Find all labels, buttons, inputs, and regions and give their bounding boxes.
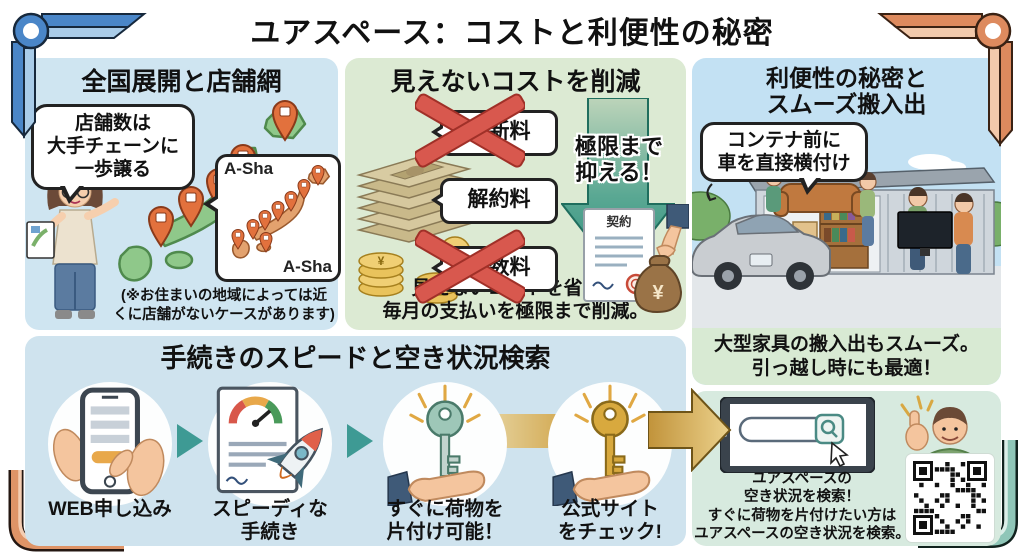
step-label-official-site: 公式サイト をチェック! [558, 498, 662, 544]
stores-speech-bubble: 店舗数は 大手チェーンに 一歩譲る [31, 104, 195, 203]
document-speed-rocket-icon [216, 386, 323, 494]
contract-label: 契約 [605, 214, 631, 229]
search-caption: ユアスペースの 空き状況を検索！ すぐに荷物を片付けたい方は ユアスペースの空き… [694, 471, 910, 542]
right-arrow-icon [177, 424, 203, 458]
fee-tag-cancellation: 解約料 [431, 178, 558, 224]
convenience-speech-bubble: コンテナ前に 車を直接横付け [700, 122, 868, 196]
hand-money-bag-icon: ¥ [633, 204, 689, 314]
big-gold-arrow-icon [648, 388, 732, 472]
asha-map-inset: A-Sha A-Sha [203, 154, 341, 282]
red-cross-icon [415, 229, 525, 304]
step-circle-store-now [383, 382, 507, 507]
green-arrow-label: 極限まで 抑える！ [574, 134, 663, 186]
svg-text:¥: ¥ [378, 254, 385, 268]
step-label-store-now: すぐに荷物を 片付け可能！ [386, 498, 504, 544]
panel-procedure: 手続きのスピードと空き状況検索 [25, 336, 686, 546]
costs-title: 見えないコストを削減 [390, 68, 641, 96]
step-circle-web-apply [48, 382, 172, 506]
panel-search: ユアスペースの 空き状況を検索！ すぐに荷物を片付けたい方は ユアスペースの空き… [692, 391, 1001, 546]
stores-note: (※お住まいの地域によっては近 くに店舗がないケースがあります) [113, 288, 335, 324]
convenience-caption-band: 大型家具の搬入出もスムーズ。 引っ越し時にも最適！ [692, 328, 1001, 385]
procedure-title: 手続きのスピードと空き状況検索 [160, 343, 551, 373]
step-label-speedy: スピーディな 手続き [212, 498, 328, 544]
convenience-caption: 大型家具の搬入出もスムーズ。 引っ越し時にも最適！ [713, 334, 980, 379]
gold-key-on-hand-icon [552, 384, 651, 507]
moneybag-symbol: ¥ [652, 282, 664, 304]
infographic-title: ユアスペース：コストと利便性の秘密 [250, 17, 774, 50]
qr-code-icon [913, 461, 987, 535]
corner-ribbon-top-left-icon [11, 12, 147, 139]
qr-code-card [906, 454, 994, 542]
panel-costs: 見えないコストを削減 ¥ ¥ [345, 58, 689, 330]
corner-ribbon-top-right-icon [877, 12, 1013, 147]
stores-title: 全国展開と店舗網 [81, 68, 282, 96]
step-label-web-apply: WEB申し込み [48, 498, 172, 520]
asha-label-top: A-Sha [224, 159, 274, 178]
cursor-icon [830, 441, 849, 468]
contract-document-icon: 契約 [583, 208, 655, 302]
tablet-search-bar-icon [720, 397, 875, 473]
right-arrow-icon [347, 424, 373, 458]
panel-stores: 全国展開と店舗網 店舗数は 大手チェーンに 一歩譲る [25, 58, 341, 330]
step-circle-speedy [208, 382, 332, 506]
panel-convenience: 利便性の秘密と スムーズ搬入出 コンテナ前に 車を直接横付け [692, 58, 1001, 385]
convenience-title: 利便性の秘密と スムーズ搬入出 [766, 65, 927, 118]
red-cross-icon [415, 93, 525, 168]
storage-container-scene-illustration [692, 154, 1001, 330]
asha-label-bottom: A-Sha [282, 257, 332, 276]
teal-key-on-hand-icon [387, 384, 486, 507]
fee-tag-cancellation-label: 解約料 [467, 188, 531, 211]
smartphone-tap-icon [52, 387, 165, 497]
